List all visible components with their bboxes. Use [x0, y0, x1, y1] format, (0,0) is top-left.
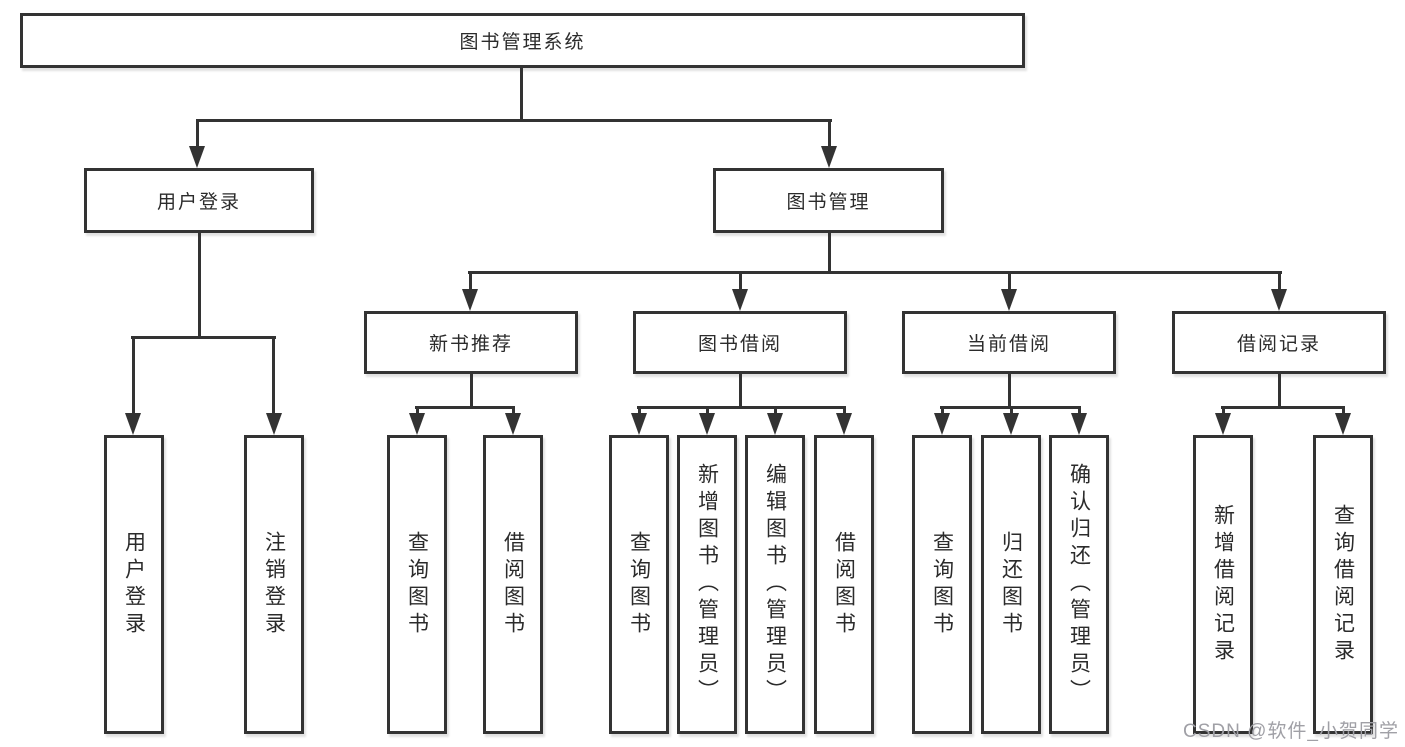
node-label: 借阅图书 [501, 530, 525, 639]
leaf-confirm-return-admin: 确认归还（管理员） [1049, 435, 1109, 734]
node-label: 归还图书 [999, 530, 1023, 639]
connector-to-user-login [196, 119, 199, 149]
connector-to-leaf [132, 336, 135, 416]
connector-to-leaf [512, 406, 515, 416]
arrowhead [1003, 413, 1019, 435]
node-book-management: 图书管理 [713, 168, 944, 233]
arrowhead [462, 289, 478, 311]
node-book-borrowing: 图书借阅 [633, 311, 847, 374]
connector-user-login-stub [198, 233, 201, 339]
connector-to-node [1008, 271, 1011, 293]
connector-hline [1221, 406, 1345, 409]
leaf-logout: 注销登录 [244, 435, 304, 734]
arrowhead [934, 413, 950, 435]
connector-to-leaf [1078, 406, 1081, 416]
node-label: 借阅图书 [832, 530, 856, 639]
arrowhead [767, 413, 783, 435]
leaf-user-login: 用户登录 [104, 435, 164, 734]
leaf-borrow-books-recommend: 借阅图书 [483, 435, 543, 734]
node-label: 查询借阅记录 [1331, 503, 1355, 666]
arrowhead [505, 413, 521, 435]
connector-to-leaf [706, 406, 709, 416]
arrowhead [631, 413, 647, 435]
node-label: 新书推荐 [428, 334, 513, 355]
connector-to-leaf [416, 406, 419, 416]
node-label: 图书管理 [786, 192, 871, 213]
node-library-management-system: 图书管理系统 [20, 13, 1025, 68]
node-label: 查询图书 [930, 530, 954, 639]
arrowhead [1001, 289, 1017, 311]
watermark: CSDN @软件_小贺同学 [1183, 721, 1399, 742]
connector-to-leaf [638, 406, 641, 416]
arrowhead [1071, 413, 1087, 435]
arrowhead [699, 413, 715, 435]
arrowhead [125, 413, 141, 435]
node-label: 查询图书 [627, 530, 651, 639]
node-label: 用户登录 [122, 530, 146, 639]
arrowhead [836, 413, 852, 435]
connector-to-leaf [1342, 406, 1345, 416]
leaf-query-books-current: 查询图书 [912, 435, 972, 734]
connector-user-login-hline [131, 336, 276, 339]
leaf-query-borrow-record: 查询借阅记录 [1313, 435, 1373, 734]
leaf-add-book-admin: 新增图书（管理员） [677, 435, 737, 734]
arrowhead [821, 146, 837, 168]
connector-level1-hline [196, 119, 832, 122]
connector-to-leaf [843, 406, 846, 416]
connector-to-leaf [272, 336, 275, 416]
arrowhead [409, 413, 425, 435]
leaf-edit-book-admin: 编辑图书（管理员） [745, 435, 805, 734]
connector-stub [470, 374, 473, 409]
node-label: 图书借阅 [697, 334, 782, 355]
connector-to-leaf [941, 406, 944, 416]
arrowhead [732, 289, 748, 311]
node-label: 编辑图书（管理员） [763, 463, 787, 706]
connector-level2-hline [468, 271, 1282, 274]
leaf-query-books-borrowing: 查询图书 [609, 435, 669, 734]
node-label: 新增图书（管理员） [695, 463, 719, 706]
connector-to-node [469, 271, 472, 293]
node-label: 查询图书 [405, 530, 429, 639]
node-label: 新增借阅记录 [1211, 503, 1235, 666]
connector-to-leaf [1222, 406, 1225, 416]
node-label: 注销登录 [262, 530, 286, 639]
connector-hline [415, 406, 515, 409]
arrowhead [266, 413, 282, 435]
node-current-borrowing: 当前借阅 [902, 311, 1116, 374]
connector-stub [739, 374, 742, 409]
connector-to-node [739, 271, 742, 293]
arrowhead [1215, 413, 1231, 435]
connector-stub [1008, 374, 1011, 409]
leaf-add-borrow-record: 新增借阅记录 [1193, 435, 1253, 734]
node-label: 当前借阅 [966, 334, 1051, 355]
connector-root-stub [520, 68, 523, 122]
connector-to-leaf [1010, 406, 1013, 416]
leaf-query-books-recommend: 查询图书 [387, 435, 447, 734]
connector-to-leaf [774, 406, 777, 416]
leaf-return-books: 归还图书 [981, 435, 1041, 734]
arrowhead [1271, 289, 1287, 311]
connector-stub [1278, 374, 1281, 409]
node-new-book-recommendation: 新书推荐 [364, 311, 578, 374]
arrowhead [1335, 413, 1351, 435]
connector-to-book-management [828, 119, 831, 149]
node-label: 用户登录 [156, 192, 241, 213]
node-label: 图书管理系统 [459, 32, 586, 53]
connector-to-node [1278, 271, 1281, 293]
arrowhead [189, 146, 205, 168]
leaf-borrow-books-borrowing: 借阅图书 [814, 435, 874, 734]
node-borrowing-records: 借阅记录 [1172, 311, 1386, 374]
connector-hline [637, 406, 846, 409]
node-user-login: 用户登录 [84, 168, 314, 233]
node-label: 确认归还（管理员） [1067, 463, 1091, 706]
node-label: 借阅记录 [1236, 334, 1321, 355]
connector-book-management-stub [828, 233, 831, 274]
